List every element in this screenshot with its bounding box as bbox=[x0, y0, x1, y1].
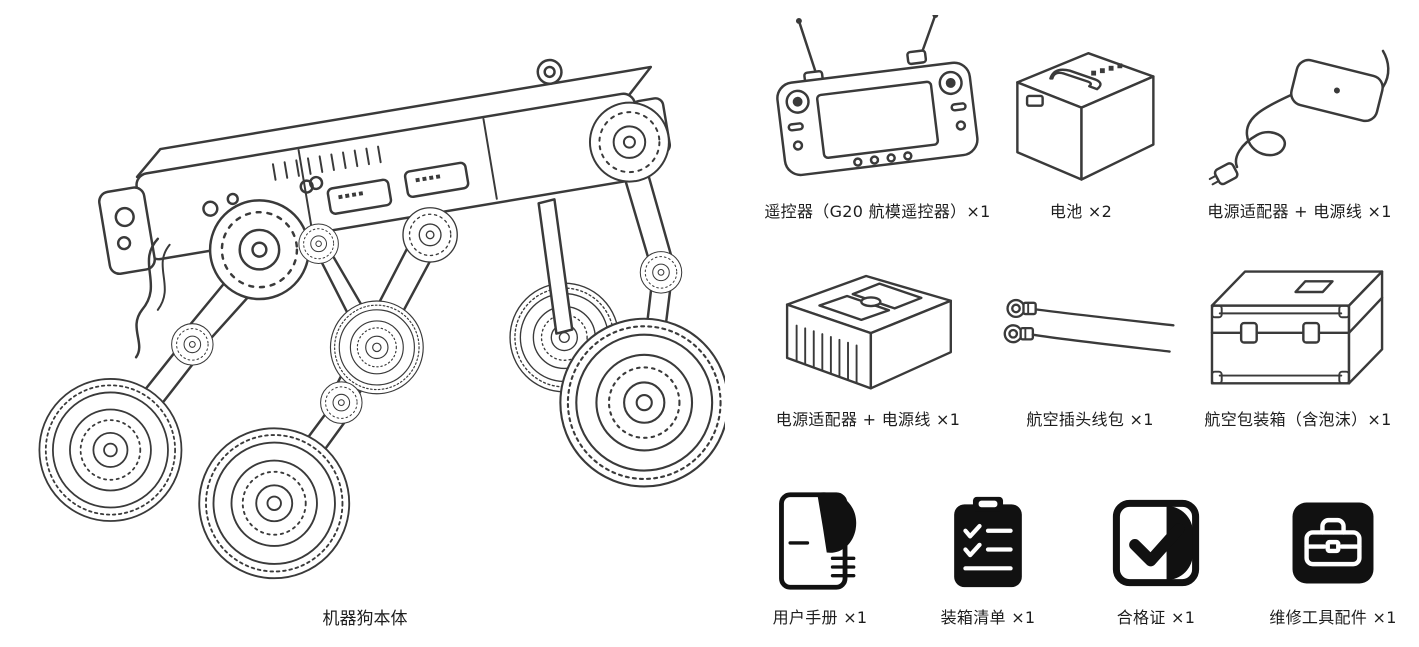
robot-dog-illustration bbox=[38, 58, 725, 580]
battery-illustration bbox=[996, 35, 1166, 187]
accessory-flight-case: 航空包装箱（含泡沫）×1 bbox=[1192, 262, 1404, 430]
accessory-label: 航空包装箱（含泡沫）×1 bbox=[1204, 410, 1392, 429]
user-manual-icon bbox=[776, 489, 864, 593]
remote-controller-illustration bbox=[759, 15, 997, 187]
accessory-aviation-cables: 航空插头线包 ×1 bbox=[1000, 262, 1180, 430]
accessory-label: 电源适配器 + 电源线 ×1 bbox=[1207, 202, 1392, 221]
main-unit-section: 机器狗本体 bbox=[38, 58, 725, 629]
accessory-user-manual: 用户手册 ×1 bbox=[760, 482, 880, 628]
accessory-label: 装箱清单 ×1 bbox=[940, 608, 1036, 627]
flight-case-illustration bbox=[1198, 257, 1398, 395]
accessory-label: 维修工具配件 ×1 bbox=[1269, 608, 1397, 627]
toolbox-icon bbox=[1289, 499, 1377, 587]
charging-dock-illustration bbox=[764, 257, 972, 395]
accessory-certificate: 合格证 ×1 bbox=[1096, 482, 1216, 628]
accessory-label: 电源适配器 + 电源线 ×1 bbox=[775, 410, 961, 429]
accessory-battery: 电池 ×2 bbox=[995, 15, 1167, 222]
main-unit-label: 机器狗本体 bbox=[322, 609, 408, 629]
accessory-power-adapter: 电源适配器 + 电源线 ×1 bbox=[1192, 15, 1407, 222]
accessory-label: 电池 ×2 bbox=[1049, 202, 1113, 221]
aviation-plug-cables-illustration bbox=[1001, 291, 1179, 369]
accessory-label: 航空插头线包 ×1 bbox=[1026, 410, 1154, 429]
accessory-label: 合格证 ×1 bbox=[1116, 608, 1196, 627]
packing-list-icon bbox=[950, 495, 1026, 589]
accessory-remote-controller: 遥控器（G20 航模遥控器）×1 bbox=[755, 15, 1000, 222]
accessory-charging-dock: 电源适配器 + 电源线 ×1 bbox=[762, 262, 974, 430]
certificate-icon bbox=[1112, 499, 1200, 587]
power-adapter-illustration bbox=[1205, 45, 1395, 187]
accessory-label: 用户手册 ×1 bbox=[772, 608, 868, 627]
accessory-repair-tools: 维修工具配件 ×1 bbox=[1262, 482, 1404, 628]
accessory-label: 遥控器（G20 航模遥控器）×1 bbox=[764, 202, 991, 221]
accessory-packing-list: 装箱清单 ×1 bbox=[928, 482, 1048, 628]
